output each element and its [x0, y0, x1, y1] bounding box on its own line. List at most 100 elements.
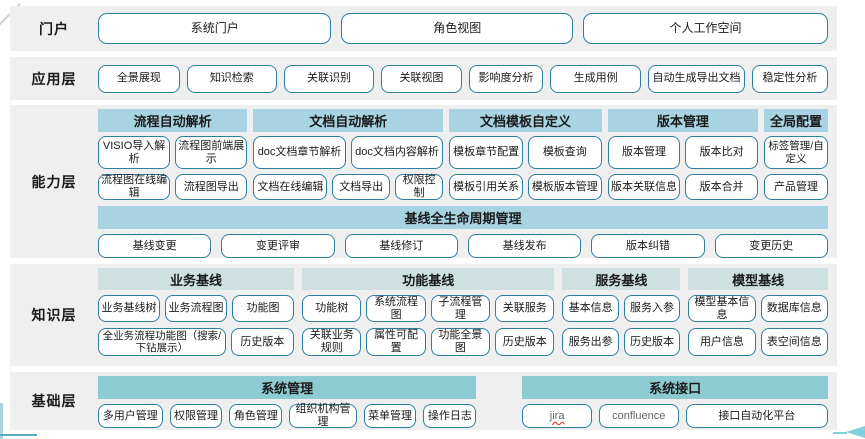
know-item: 服务入参 [623, 295, 681, 322]
know-item: 功能全景图 [430, 328, 491, 356]
cap-group-header: 文档模板自定义 [449, 109, 602, 132]
know-item: 系统流程图 [366, 295, 426, 322]
base-group-header: 系统管理 [98, 376, 477, 399]
portal-layer-band: 门户 系统门户 角色视图 个人工作空间 [10, 6, 837, 51]
know-group-business-baseline: 业务基线 业务基线树 业务流程图 功能图 全业务流程功能图（搜索/下钻展示） 历… [98, 268, 295, 356]
base-item: 多用户管理 [98, 404, 163, 428]
know-item: 模型基本信息 [688, 295, 756, 322]
cap-item: 文档在线编辑 [253, 174, 328, 200]
baseline-item: 变更历史 [714, 234, 828, 258]
know-item: 关联服务 [495, 295, 555, 322]
capability-layer-label: 能力层 [31, 173, 77, 190]
foundation-layer-label: 基础层 [31, 393, 77, 409]
know-group-header: 模型基线 [688, 268, 828, 290]
cap-group-process-parse: 流程自动解析 VISIO导入解析 流程图前端展示 流程图在线编辑 流程图导出 [98, 109, 248, 200]
know-item: 基本信息 [562, 295, 619, 322]
know-item: 服务出参 [562, 328, 619, 356]
know-group-header: 服务基线 [562, 268, 681, 290]
cap-item: 模板版本管理 [527, 174, 602, 200]
cap-item: 文档导出 [332, 174, 390, 200]
portal-item-role-view: 角色视图 [341, 13, 573, 44]
bottom-left-accent-line [0, 434, 37, 436]
know-item: 历史版本 [495, 328, 555, 356]
know-item: 历史版本 [623, 328, 681, 356]
cap-item: 模板查询 [527, 136, 602, 169]
baseline-lifecycle-header: 基线全生命周期管理 [98, 206, 828, 229]
know-item: 业务基线树 [98, 295, 161, 322]
base-item: 组织机构管理 [289, 403, 357, 428]
cap-group-header: 流程自动解析 [98, 109, 248, 132]
know-item: 属性可配置 [366, 328, 426, 356]
know-group-function-baseline: 功能基线 功能树 系统流程图 子流程管理 关联服务 关联业务规则 属性可配置 功… [302, 268, 555, 356]
know-item: 子流程管理 [430, 295, 491, 322]
app-item-panorama: 全景展现 [98, 64, 180, 93]
foundation-layer-band: 基础层 系统管理 多用户管理 权限管理 角色管理 组织机构管理 菜单管理 操作日… [10, 372, 837, 430]
portal-item-personal-workspace: 个人工作空间 [582, 13, 828, 44]
cap-item: 版本关联信息 [607, 174, 681, 200]
application-layer-band: 应用层 全景展现 知识检索 关联识别 关联视图 影响度分析 生成用例 自动生成导… [10, 57, 837, 100]
base-item-interface-automation: 接口自动化平台 [685, 404, 828, 428]
bottom-left-vertical-accent [0, 403, 3, 439]
know-item: 数据库信息 [760, 295, 828, 322]
cap-group-header: 版本管理 [607, 109, 758, 132]
know-item: 历史版本 [230, 328, 295, 356]
app-item-stability-analysis: 稳定性分析 [751, 64, 828, 93]
app-item-relation-identify: 关联识别 [283, 64, 375, 93]
know-group-header: 业务基线 [98, 268, 295, 290]
base-item: 角色管理 [229, 404, 283, 428]
cap-group-doc-parse: 文档自动解析 doc文档章节解析 doc文档内容解析 文档在线编辑 文档导出 权… [253, 109, 444, 200]
baseline-item: 基线变更 [98, 234, 212, 258]
cap-item: 流程图前端展示 [175, 136, 248, 169]
cap-group-header: 文档自动解析 [253, 109, 444, 132]
base-item: 权限管理 [169, 404, 223, 428]
cap-group-template-custom: 文档模板自定义 模板章节配置 模板查询 模板引用关系 模板版本管理 [449, 109, 602, 200]
cap-item: VISIO导入解析 [98, 136, 171, 169]
portal-item-system-portal: 系统门户 [98, 13, 332, 44]
know-item: 表空间信息 [760, 328, 828, 356]
capability-layer-band: 能力层 流程自动解析 VISIO导入解析 流程图前端展示 流程图在线编辑 流程图… [10, 105, 837, 258]
cap-item: 模板章节配置 [449, 136, 523, 169]
base-group-system-interface: 系统接口 jira confluence 接口自动化平台 [522, 376, 828, 428]
know-group-header: 功能基线 [302, 268, 555, 290]
app-item-generate-usecase: 生成用例 [550, 64, 642, 93]
cap-item: 标签管理/自定义 [764, 136, 828, 169]
base-item: 操作日志 [423, 404, 477, 428]
arrow-line [833, 432, 847, 434]
cap-group-version-mgmt: 版本管理 版本管理 版本比对 版本关联信息 版本合并 [607, 109, 758, 200]
jira-label: jira [549, 409, 565, 422]
know-item: 全业务流程功能图（搜索/下钻展示） [98, 328, 226, 356]
know-item: 用户信息 [688, 328, 756, 356]
cap-item: 流程图导出 [175, 174, 248, 200]
baseline-item: 变更评审 [221, 234, 335, 258]
know-group-service-baseline: 服务基线 基本信息 服务入参 服务出参 历史版本 [562, 268, 681, 356]
cap-item: 产品管理 [764, 174, 828, 200]
know-item: 关联业务规则 [302, 328, 362, 356]
know-item: 功能图 [232, 295, 295, 322]
cap-item: 模板引用关系 [449, 174, 523, 200]
cap-item: 版本合并 [685, 174, 758, 200]
app-item-knowledge-search: 知识检索 [186, 64, 277, 93]
cap-item: 版本管理 [607, 136, 681, 169]
cap-item: 权限控制 [394, 174, 444, 200]
base-group-system-mgmt: 系统管理 多用户管理 权限管理 角色管理 组织机构管理 菜单管理 操作日志 [98, 376, 477, 428]
arrow-head-left-icon [846, 426, 865, 438]
portal-layer-label: 门户 [39, 20, 69, 37]
cap-item: 版本比对 [685, 136, 758, 169]
base-item-confluence: confluence [598, 404, 679, 428]
know-item: 业务流程图 [165, 295, 228, 322]
application-layer-label: 应用层 [31, 70, 77, 87]
base-item: 菜单管理 [363, 404, 417, 428]
cap-item: 流程图在线编辑 [98, 174, 171, 200]
app-item-auto-export-doc: 自动生成导出文档 [648, 64, 745, 93]
app-item-impact-analysis: 影响度分析 [468, 64, 544, 93]
knowledge-layer-label: 知识层 [31, 307, 77, 323]
base-item-jira: jira [522, 404, 592, 428]
cap-group-header: 全局配置 [764, 109, 828, 132]
cap-item: doc文档内容解析 [350, 136, 444, 169]
baseline-item: 基线发布 [467, 234, 582, 258]
cap-item: doc文档章节解析 [253, 136, 346, 169]
know-item: 功能树 [302, 295, 362, 322]
baseline-item: 基线修订 [344, 234, 458, 258]
base-group-header: 系统接口 [522, 376, 828, 399]
